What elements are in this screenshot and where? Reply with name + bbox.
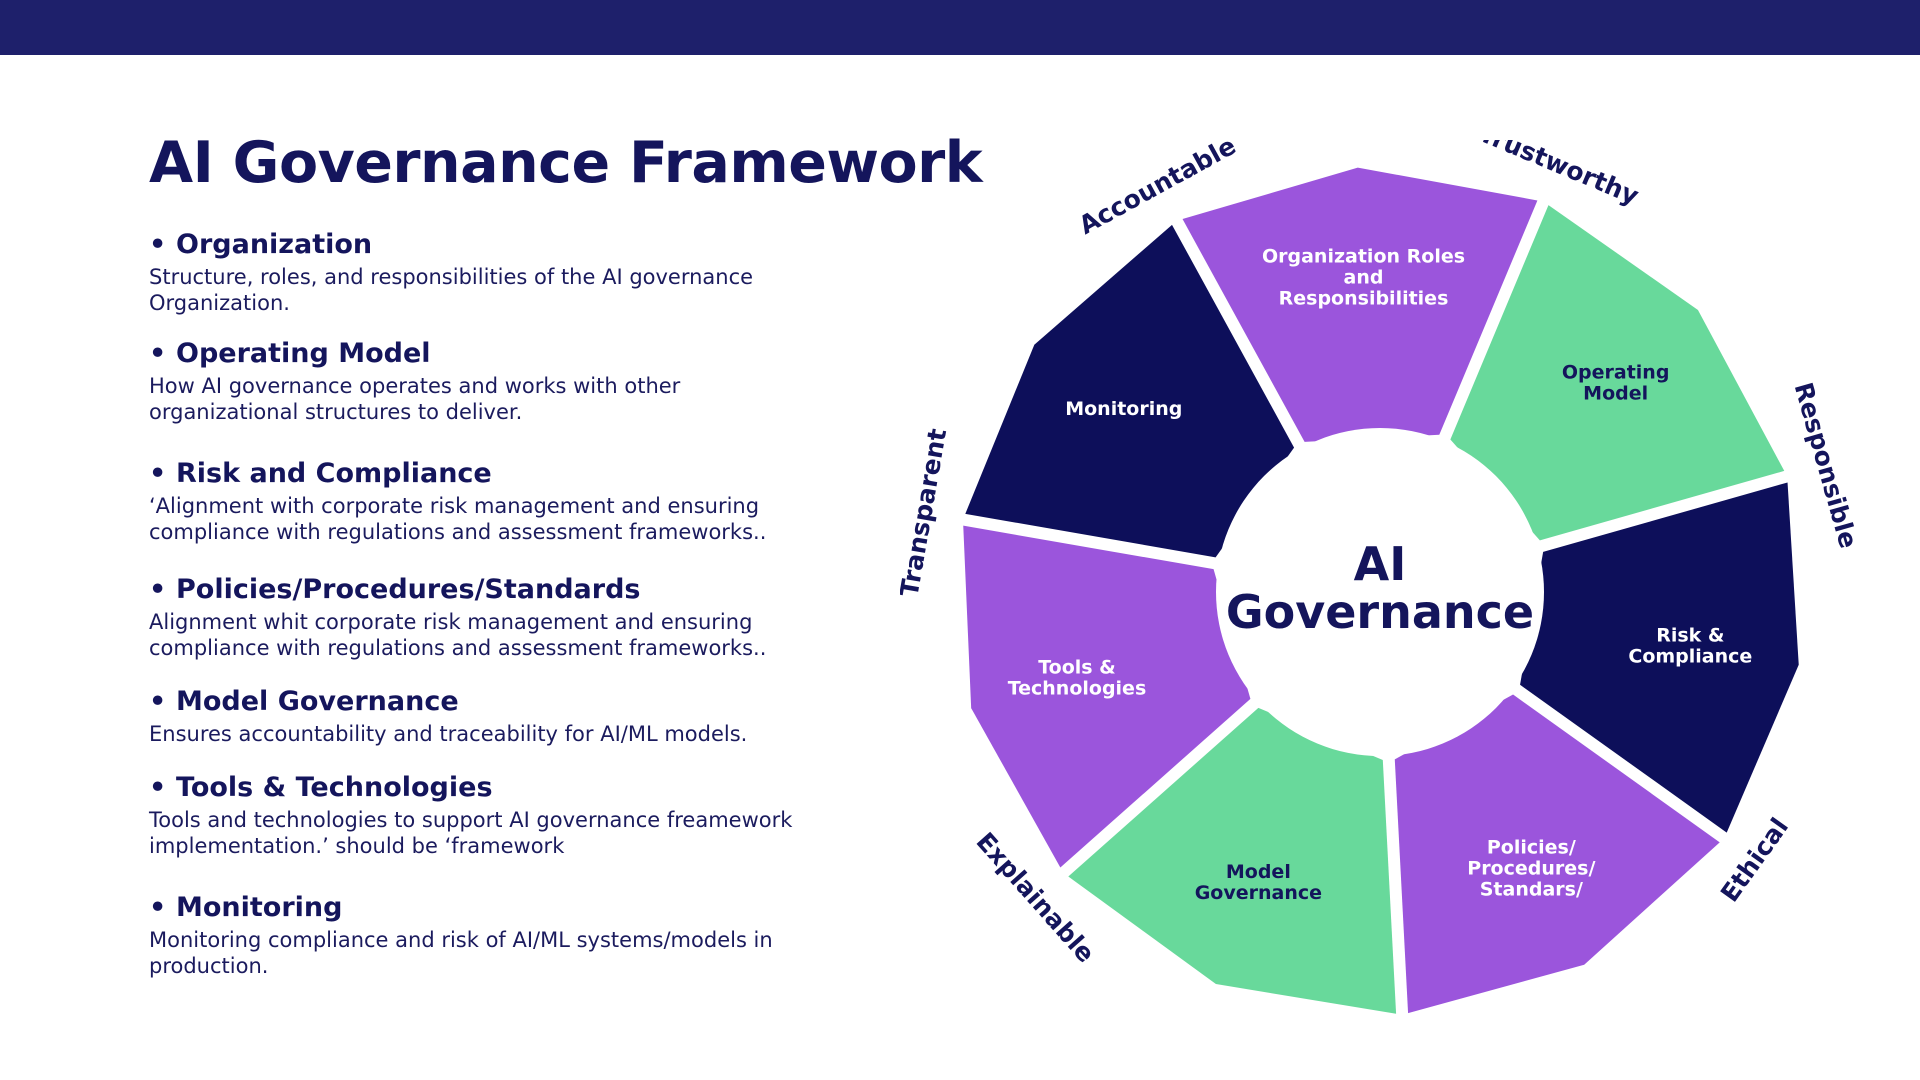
bullet: • — [149, 892, 167, 923]
section-description: Ensures accountability and traceability … — [149, 722, 748, 746]
section-heading-text: Tools & Technologies — [176, 772, 493, 803]
section-heading-text: Organization — [176, 229, 373, 260]
segment-label-line: Model — [1583, 382, 1648, 404]
segment-label-line: Tools & — [1038, 657, 1116, 679]
segment-label-line: Standars/ — [1480, 878, 1583, 900]
section-description: Tools and technologies to support AI gov… — [149, 808, 793, 858]
section-heading: • Tools & Technologies — [149, 772, 849, 804]
segment-label: Policies/Procedures/Standars/ — [1467, 836, 1595, 900]
diagram-segment — [1068, 707, 1397, 1014]
section-model-governance: • Model Governance Ensures accountability… — [149, 686, 849, 747]
diagram-segment — [1520, 482, 1799, 833]
center-title-line: Governance — [1226, 585, 1534, 639]
section-heading-text: Risk and Compliance — [176, 458, 492, 489]
segment-label-line: Organization Roles — [1262, 245, 1465, 267]
section-description: How AI governance operates and works wit… — [149, 374, 681, 424]
diagram-segment — [965, 224, 1295, 558]
segment-label-line: Operating — [1562, 361, 1670, 383]
section-policies: • Policies/Procedures/Standards Alignment… — [149, 574, 849, 661]
bullet: • — [149, 772, 167, 803]
section-heading: • Operating Model — [149, 338, 849, 370]
section-description: Structure, roles, and responsibilities o… — [149, 265, 754, 315]
section-heading: • Policies/Procedures/Standards — [149, 574, 849, 606]
section-operating-model: • Operating Model How AI governance opera… — [149, 338, 849, 425]
section-organization: • Organization Structure, roles, and resp… — [149, 229, 849, 316]
segment-label-line: Risk & — [1656, 624, 1724, 646]
segment-label: Risk &Compliance — [1628, 624, 1752, 667]
principle-label: Fair — [1377, 1036, 1432, 1040]
segment-label-line: Model — [1226, 861, 1291, 883]
bullet: • — [149, 458, 167, 489]
segment-label-line: Governance — [1195, 882, 1322, 904]
section-heading-text: Model Governance — [176, 686, 459, 717]
center-title-line: AI — [1354, 537, 1407, 591]
section-heading: • Risk and Compliance — [149, 458, 849, 490]
section-heading: • Organization — [149, 229, 849, 261]
bullet: • — [149, 229, 167, 260]
principle-label: Responsible — [1789, 379, 1860, 551]
segment-label-line: Procedures/ — [1467, 857, 1595, 879]
bullet: • — [149, 574, 167, 605]
segment-label: Tools &Technologies — [1008, 657, 1147, 700]
bullet: • — [149, 338, 167, 369]
segment-label-line: Policies/ — [1487, 836, 1576, 858]
section-description: Alignment whit corporate risk management… — [149, 610, 767, 660]
diagram-segment — [1450, 205, 1785, 541]
segment-label-line: and — [1344, 266, 1384, 288]
section-description: Monitoring compliance and risk of AI/ML … — [149, 928, 773, 978]
segment-label-line: Monitoring — [1065, 398, 1182, 420]
section-heading: • Monitoring — [149, 892, 849, 924]
section-monitoring: • Monitoring Monitoring compliance and ri… — [149, 892, 849, 979]
section-heading: • Model Governance — [149, 686, 849, 718]
segment-label-line: Technologies — [1008, 678, 1147, 700]
section-heading-text: Monitoring — [176, 892, 343, 923]
segment-label-line: Compliance — [1628, 645, 1752, 667]
section-tools-technologies: • Tools & Technologies Tools and technolo… — [149, 772, 849, 859]
diagram-segment — [1394, 694, 1720, 1014]
page-title: AI Governance Framework — [149, 130, 983, 196]
section-risk-and-compliance: • Risk and Compliance ‘Alignment with cor… — [149, 458, 849, 545]
diagram-segment — [1182, 167, 1538, 442]
segment-label-line: Responsibilities — [1279, 287, 1449, 309]
principle-label: Transparent — [900, 426, 952, 598]
diagram-segment — [963, 525, 1251, 868]
section-description: ‘Alignment with corporate risk managemen… — [149, 494, 767, 544]
section-heading-text: Policies/Procedures/Standards — [176, 574, 641, 605]
top-bar — [0, 0, 1920, 55]
segment-label: Monitoring — [1065, 398, 1182, 420]
section-heading-text: Operating Model — [176, 338, 431, 369]
center-circle — [1216, 428, 1544, 756]
bullet: • — [149, 686, 167, 717]
